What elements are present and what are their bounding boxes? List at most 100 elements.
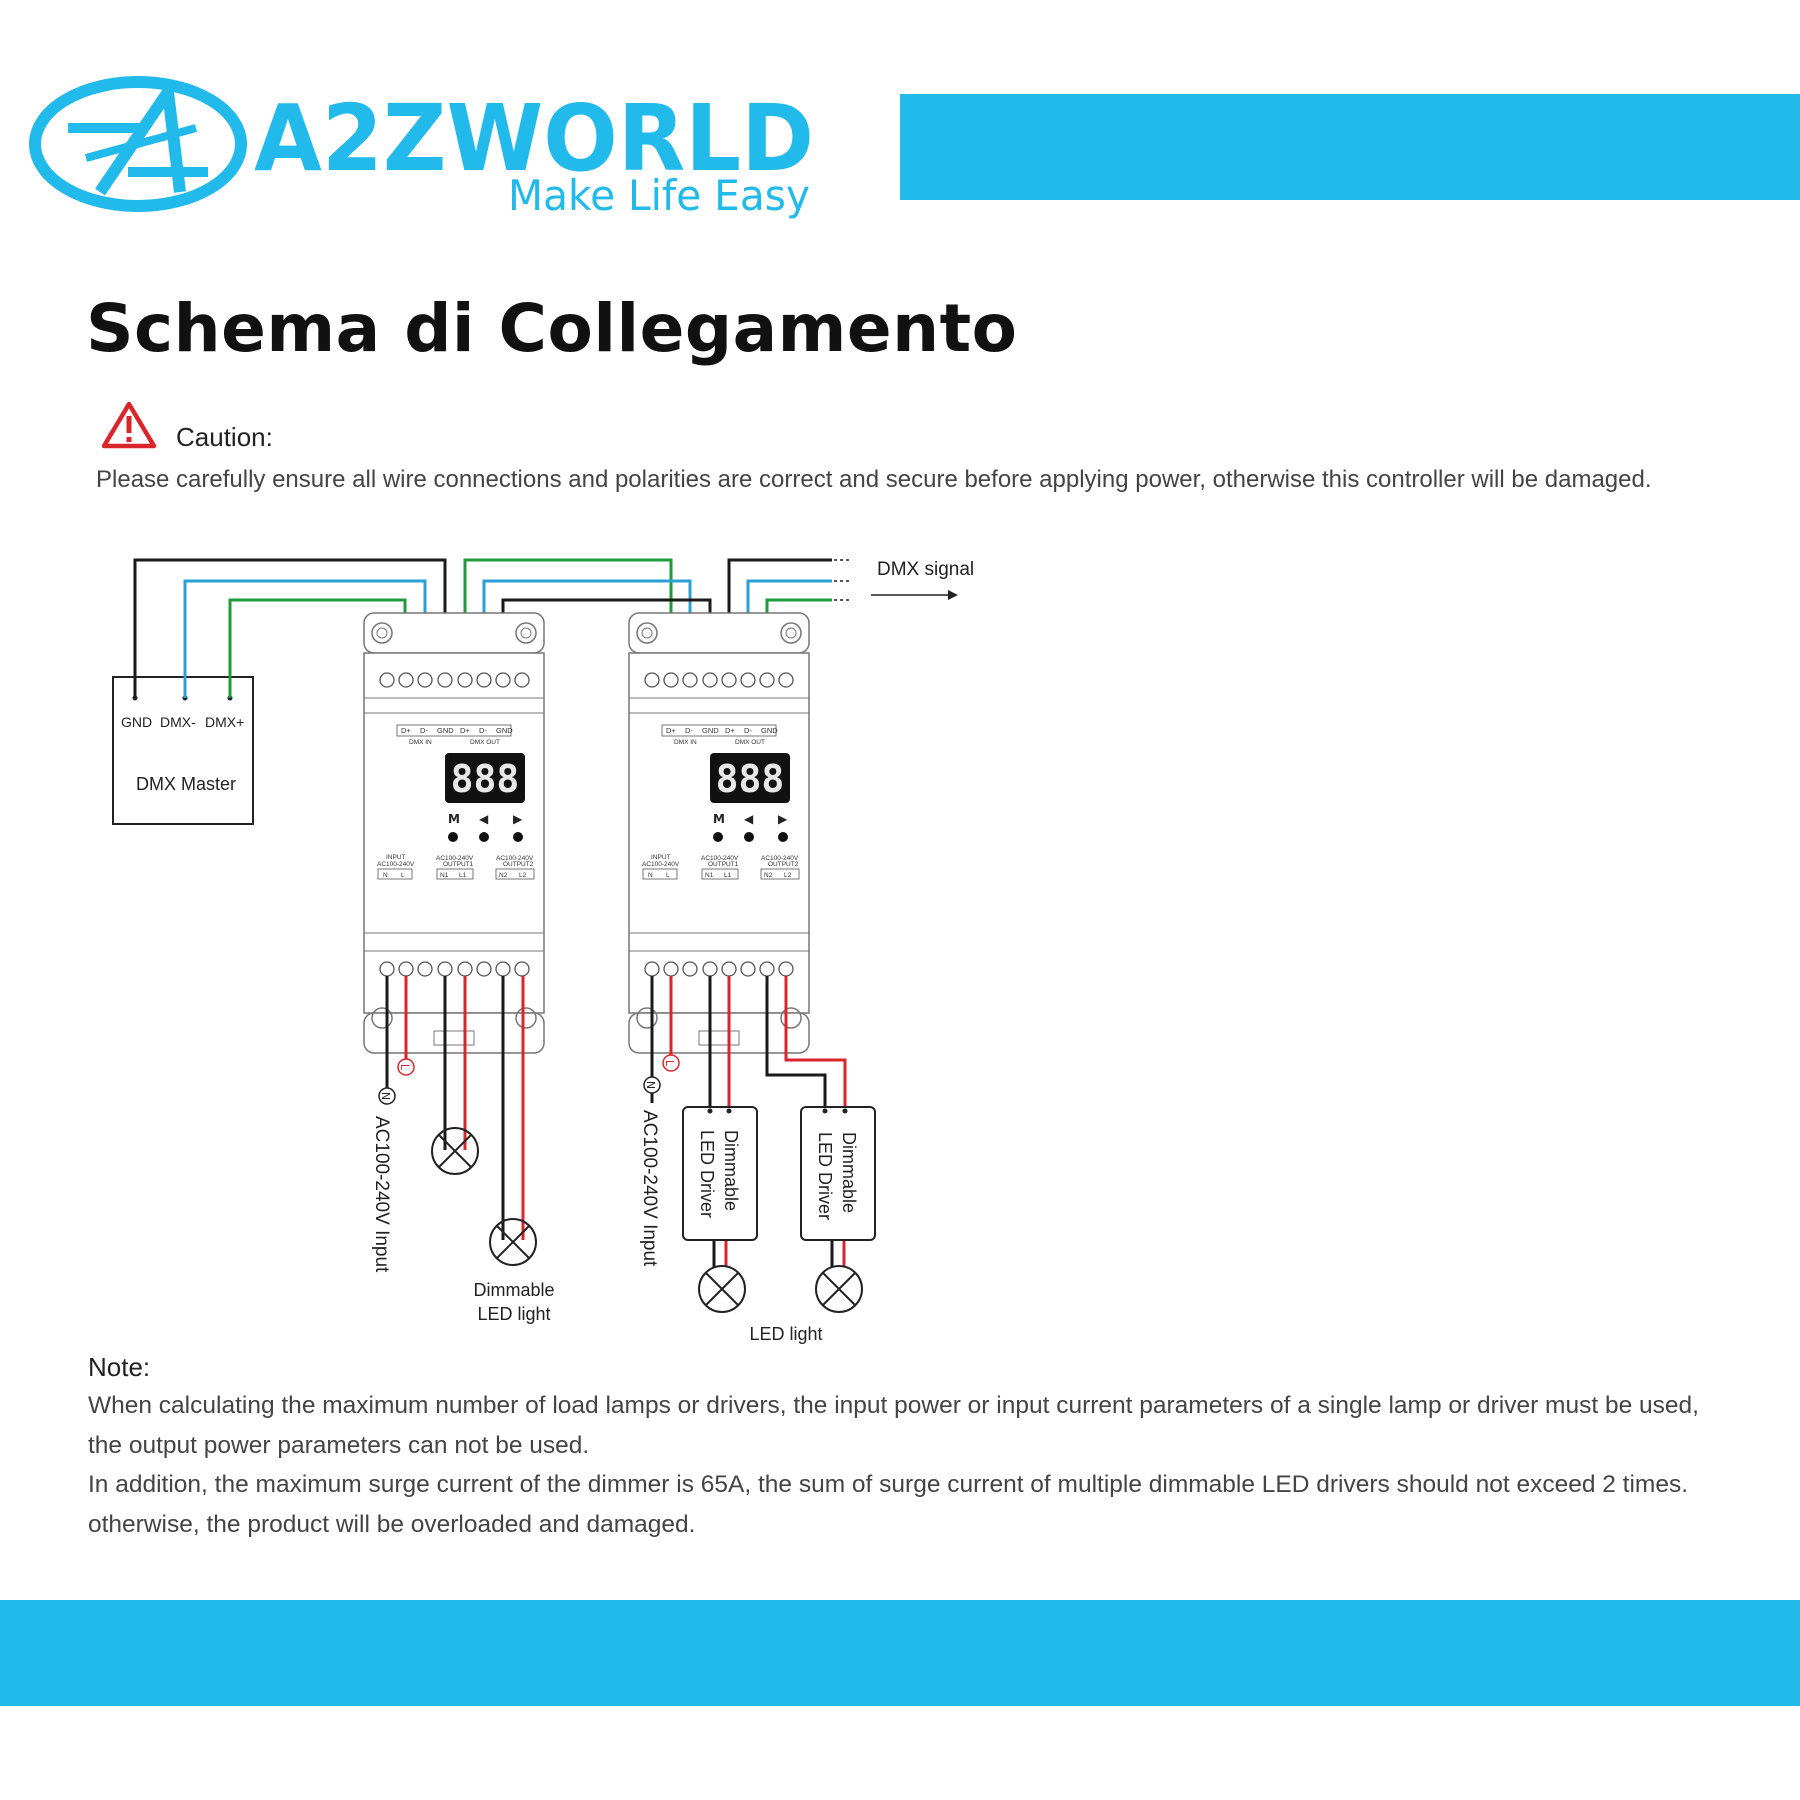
ctrl2-output2-voltage: AC100-240V xyxy=(761,855,799,862)
ctrl2-output2-terminal-n2: N2 xyxy=(764,872,773,879)
ctrl2-terminal-gnd-in: GND xyxy=(702,726,719,735)
warning-triangle-icon xyxy=(101,401,157,449)
ctrl1-terminal-d-minus-in: D- xyxy=(420,726,428,735)
page-title: Schema di Collegamento xyxy=(86,290,1018,367)
driver2-label-line2: LED Driver xyxy=(815,1132,835,1220)
led-light-label: LED light xyxy=(749,1324,822,1344)
header-accent-bar xyxy=(900,94,1800,200)
ctrl2-input-voltage: AC100-240V xyxy=(642,861,680,868)
driver1-label-line1: Dimmable xyxy=(721,1130,741,1211)
ctrl2-output2-terminal-l2: L2 xyxy=(784,872,792,879)
dimmable-led-driver-1: Dimmable LED Driver xyxy=(682,1106,758,1241)
ctrl1-terminal-d-minus-out: D- xyxy=(479,726,487,735)
ctrl2-input-terminal-l: L xyxy=(666,872,670,879)
lamp-icon xyxy=(489,1218,537,1266)
wiring-diagram: GND DMX- DMX+ DMX Master DMX signal xyxy=(112,558,974,1344)
ctrl1-button-m[interactable] xyxy=(448,832,458,842)
ctrl1-input-voltage: AC100-240V xyxy=(377,861,415,868)
brand-name: A2ZWORLD xyxy=(254,85,814,192)
dmx-master-label: DMX Master xyxy=(136,774,236,794)
dimmable-led-driver-2: Dimmable LED Driver xyxy=(800,1106,876,1241)
ctrl1-mains-n-marker: N xyxy=(379,1092,392,1100)
ctrl1-dmx-out-label: DMX OUT xyxy=(470,739,500,746)
ctrl2-input-label: INPUT xyxy=(651,854,671,861)
ctrl1-output2-terminal-l2: L2 xyxy=(519,872,527,879)
ctrl2-display-digits: 888 xyxy=(716,757,785,801)
footer-accent-bar xyxy=(0,1600,1800,1706)
ctrl2-output1-terminal-n1: N1 xyxy=(705,872,714,879)
dimmable-led-light-label-line2: LED light xyxy=(477,1304,550,1324)
ctrl2-dmx-out-label: DMX OUT xyxy=(735,739,765,746)
ctrl2-button-m-label: M xyxy=(713,812,725,826)
dmx-signal-label: DMX signal xyxy=(877,559,974,580)
ctrl2-input-voltage-label: AC100-240V Input xyxy=(639,1110,660,1267)
ctrl1-input-terminal-l: L xyxy=(401,872,405,879)
ctrl1-output2-label: OUTPUT2 xyxy=(503,861,534,868)
ctrl1-input-voltage-label: AC100-240V Input xyxy=(371,1116,392,1273)
lamp-icon xyxy=(698,1265,746,1313)
ctrl1-output2-voltage: AC100-240V xyxy=(496,855,534,862)
note-label: Note: xyxy=(88,1352,151,1382)
ctrl2-output1-label: OUTPUT1 xyxy=(708,861,739,868)
ctrl2-display xyxy=(710,753,790,803)
note-line-2: the output power parameters can not be u… xyxy=(88,1432,590,1459)
ctrl2-button-right[interactable] xyxy=(778,832,788,842)
dimmable-led-light-label-line1: Dimmable xyxy=(473,1280,554,1300)
controller-2-mains-markers: N L xyxy=(643,1054,680,1094)
ctrl1-button-m-label: M xyxy=(448,812,460,826)
ctrl1-mains-l-marker: L xyxy=(398,1064,411,1071)
ctrl2-output2-label: OUTPUT2 xyxy=(768,861,799,868)
ctrl1-button-right-label: ▶ xyxy=(513,812,523,826)
ctrl1-display xyxy=(445,753,525,803)
ctrl1-terminal-gnd-in: GND xyxy=(437,726,454,735)
lamp-icon xyxy=(815,1265,863,1313)
caution-text: Please carefully ensure all wire connect… xyxy=(96,466,1652,493)
ctrl1-input-terminal-n: N xyxy=(383,872,388,879)
ctrl1-terminal-gnd-out: GND xyxy=(496,726,513,735)
ctrl2-mains-l-marker: L xyxy=(663,1060,676,1067)
dmx-master-terminal-dmx-plus: DMX+ xyxy=(205,714,244,730)
ctrl2-terminal-d-minus-out: D- xyxy=(744,726,752,735)
ctrl2-terminal-d-minus-in: D- xyxy=(685,726,693,735)
driver1-label-line2: LED Driver xyxy=(697,1130,717,1218)
controller-1-power-wires xyxy=(385,976,525,1240)
dmx-master-terminal-dmx-minus: DMX- xyxy=(160,714,196,730)
ctrl1-output2-terminal-n2: N2 xyxy=(499,872,508,879)
dmx-master-terminal-gnd: GND xyxy=(121,714,152,730)
ctrl1-terminal-d-plus-in: D+ xyxy=(401,726,411,735)
ctrl1-terminal-d-plus-out: D+ xyxy=(460,726,470,735)
ctrl1-dmx-in-label: DMX IN xyxy=(409,739,432,746)
controller-1-mains-markers: N L xyxy=(378,1058,415,1105)
driver2-label-line1: Dimmable xyxy=(839,1132,859,1213)
ctrl2-button-left-label: ◀ xyxy=(744,812,754,826)
ctrl1-input-label: INPUT xyxy=(386,854,406,861)
brand-tagline: Make Life Easy xyxy=(508,171,810,220)
note-line-3: In addition, the maximum surge current o… xyxy=(88,1471,1689,1498)
ctrl2-button-right-label: ▶ xyxy=(778,812,788,826)
ctrl1-output1-label: OUTPUT1 xyxy=(443,861,474,868)
ctrl2-output1-voltage: AC100-240V xyxy=(701,855,739,862)
dmx-master-box: GND DMX- DMX+ DMX Master xyxy=(112,676,254,825)
ctrl1-output1-terminal-n1: N1 xyxy=(440,872,449,879)
caution-label: Caution: xyxy=(176,422,273,452)
ctrl2-input-terminal-n: N xyxy=(648,872,653,879)
ctrl1-output1-voltage: AC100-240V xyxy=(436,855,474,862)
brand-logo: A2ZWORLD Make Life Easy xyxy=(29,76,814,220)
ctrl1-button-left[interactable] xyxy=(479,832,489,842)
dmx-signal-arrow-icon xyxy=(871,590,958,600)
note-line-1: When calculating the maximum number of l… xyxy=(88,1392,1699,1419)
ctrl2-button-m[interactable] xyxy=(713,832,723,842)
ctrl2-terminal-gnd-out: GND xyxy=(761,726,778,735)
ctrl1-output1-terminal-l1: L1 xyxy=(459,872,467,879)
ctrl2-button-left[interactable] xyxy=(744,832,754,842)
note-line-4: otherwise, the product will be overloade… xyxy=(88,1511,696,1538)
ctrl1-button-right[interactable] xyxy=(513,832,523,842)
ctrl2-terminal-d-plus-in: D+ xyxy=(666,726,676,735)
dmx-dimmer-controller-2: D+ D- GND D+ D- GND DMX IN DMX OUT 888 M… xyxy=(628,612,810,1054)
lamp-icon xyxy=(431,1127,479,1175)
ctrl2-mains-n-marker: N xyxy=(644,1081,657,1089)
ctrl2-output1-terminal-l1: L1 xyxy=(724,872,732,879)
ctrl2-dmx-in-label: DMX IN xyxy=(674,739,697,746)
dmx-dimmer-controller-1: D+ D- GND D+ D- GND DMX IN DMX OUT 888 M… xyxy=(363,612,545,1054)
ctrl1-display-digits: 888 xyxy=(451,757,520,801)
